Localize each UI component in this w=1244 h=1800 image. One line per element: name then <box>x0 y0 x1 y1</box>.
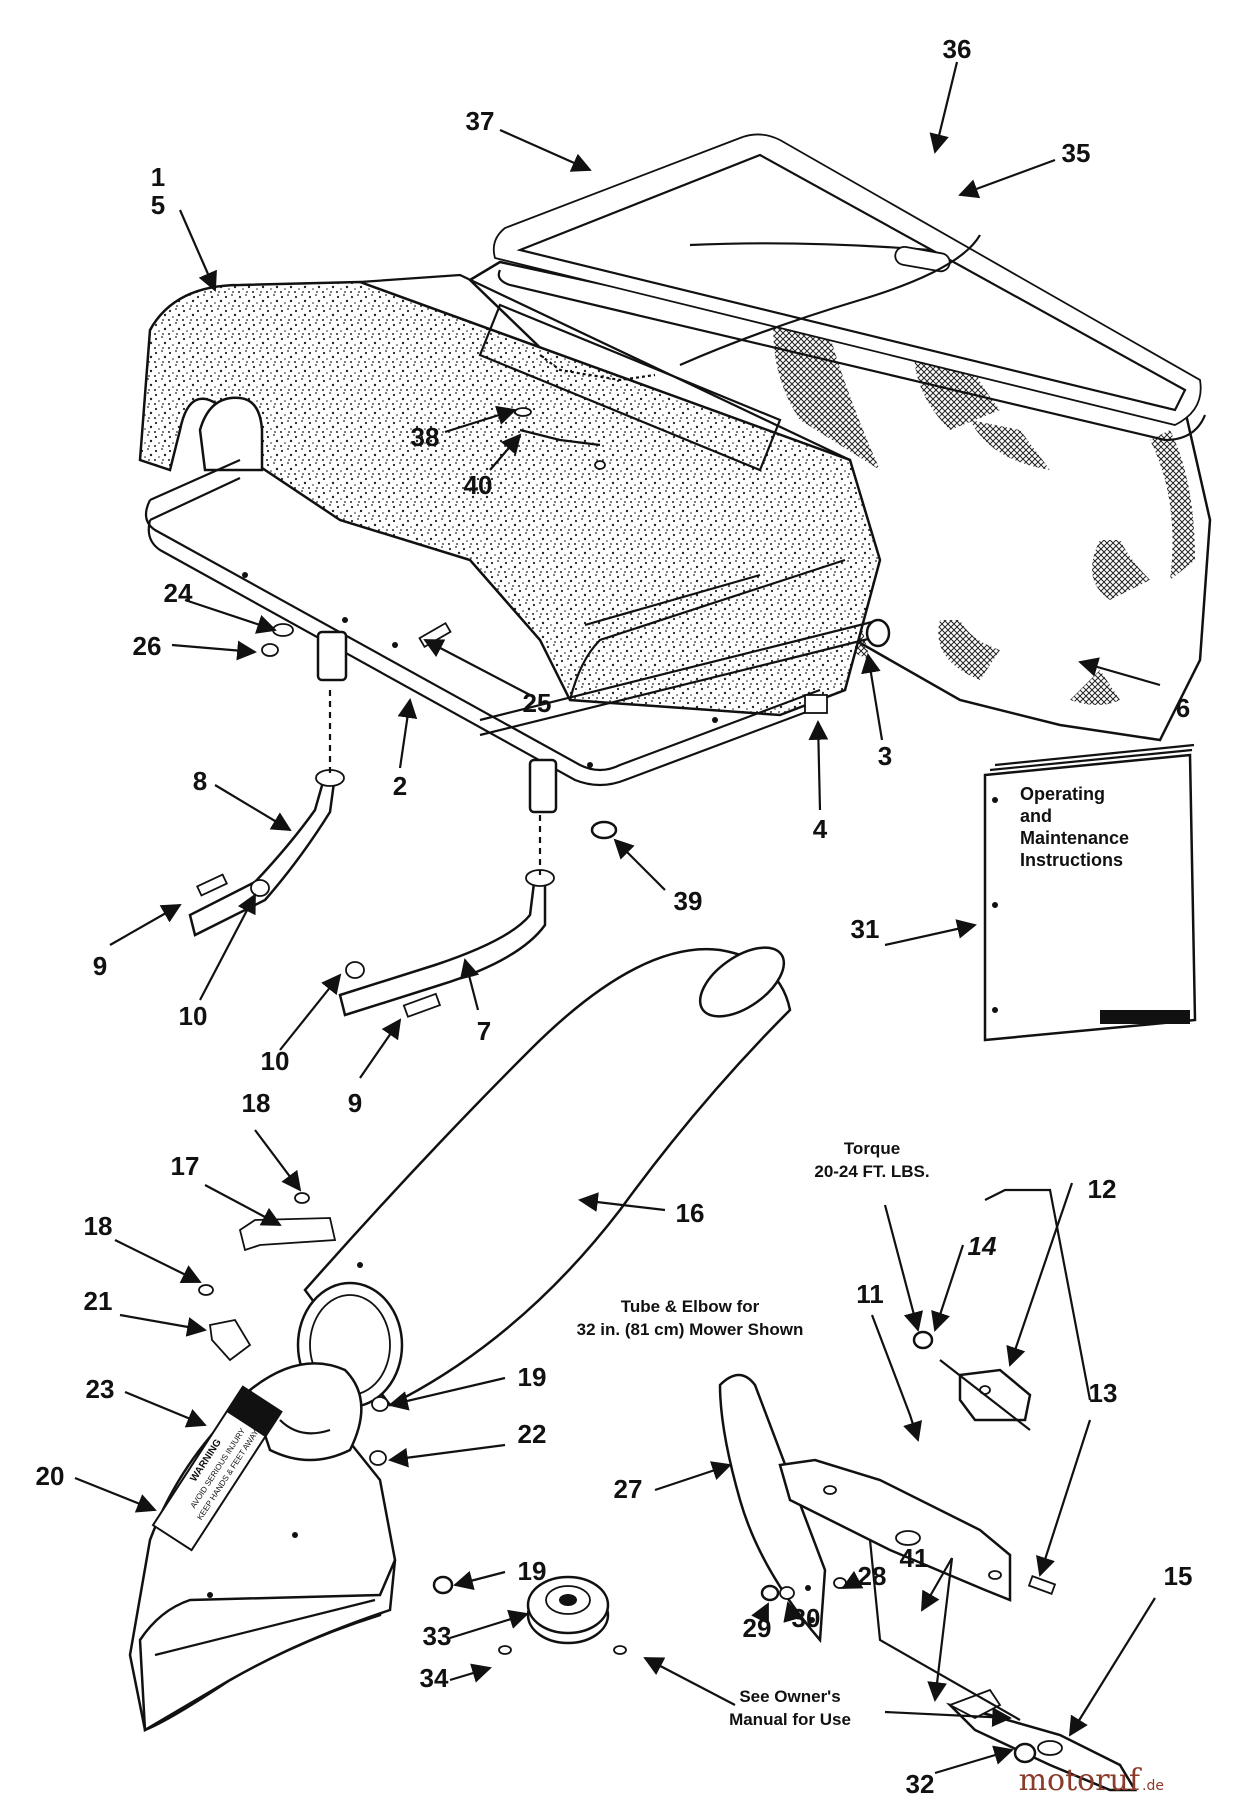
callout-14: 14 <box>968 1231 997 1261</box>
blade-hardware <box>760 1330 1057 1764</box>
manual-line-2: and <box>1020 806 1052 826</box>
bracket-7 <box>338 869 555 1018</box>
callout-19b: 19 <box>518 1556 547 1586</box>
callout-31: 31 <box>851 914 880 944</box>
callout-34: 34 <box>420 1663 449 1693</box>
callout-36: 36 <box>943 34 972 64</box>
callout-6: 6 <box>1176 693 1190 723</box>
deflector-27 <box>718 1373 827 1644</box>
callout-35: 35 <box>1062 138 1091 168</box>
watermark: motoruf .de <box>1019 1763 1164 1798</box>
discharge-hood <box>138 273 882 717</box>
watermark-brand: motoruf <box>1019 1763 1142 1798</box>
callout-26: 26 <box>133 631 162 661</box>
callout-39: 39 <box>674 886 703 916</box>
callout-41: 41 <box>900 1543 929 1573</box>
callout-4: 4 <box>813 814 828 844</box>
callout-25: 25 <box>523 688 552 718</box>
callout-17: 17 <box>171 1151 200 1181</box>
manual-line-4: Instructions <box>1020 850 1123 870</box>
mounting-frame <box>144 458 881 787</box>
callout-5: 5 <box>151 190 165 220</box>
owner-note-line-2: Manual for Use <box>729 1710 851 1729</box>
callout-24: 24 <box>164 578 193 608</box>
manual-line-3: Maintenance <box>1020 828 1129 848</box>
torque-note-line-2: 20-24 FT. LBS. <box>814 1162 929 1181</box>
manual-line-1: Operating <box>1020 784 1105 804</box>
leader-lines <box>74 61 1161 1775</box>
callout-8: 8 <box>193 766 207 796</box>
pulley <box>498 1575 627 1655</box>
tube-note-line-2: 32 in. (81 cm) Mower Shown <box>577 1320 804 1339</box>
bracket-8 <box>188 769 345 937</box>
callout-1: 1 <box>151 162 165 192</box>
discharge-elbow: WARNING AVOID SERIOUS INJURY KEEP HANDS … <box>128 1362 397 1733</box>
tube-note-line-1: Tube & Elbow for <box>621 1297 760 1316</box>
callout-13: 13 <box>1089 1378 1118 1408</box>
notes: Torque 20-24 FT. LBS. Tube & Elbow for 3… <box>577 1139 930 1729</box>
callout-21: 21 <box>84 1286 113 1316</box>
callout-20: 20 <box>36 1461 65 1491</box>
callout-28: 28 <box>858 1561 887 1591</box>
callout-27: 27 <box>614 1474 643 1504</box>
callout-7: 7 <box>477 1016 491 1046</box>
callout-22: 22 <box>518 1419 547 1449</box>
callout-2: 2 <box>393 771 407 801</box>
callout-30: 30 <box>792 1603 821 1633</box>
bag-frame <box>492 133 1207 442</box>
callout-18a: 18 <box>242 1088 271 1118</box>
callout-16: 16 <box>676 1198 705 1228</box>
owners-manual: Operating and Maintenance Instructions <box>983 743 1197 1042</box>
owner-note-line-1: See Owner's <box>739 1687 840 1706</box>
callout-11: 11 <box>856 1279 884 1309</box>
callout-9a: 9 <box>93 951 107 981</box>
callout-37: 37 <box>466 106 495 136</box>
callout-15: 15 <box>1164 1561 1193 1591</box>
tube-hardware <box>198 1192 454 1595</box>
callout-12: 12 <box>1088 1174 1117 1204</box>
blade-lift-12 <box>958 1368 1032 1422</box>
watermark-suffix: .de <box>1142 1778 1164 1794</box>
callout-18b: 18 <box>84 1211 113 1241</box>
callout-10a: 10 <box>179 1001 208 1031</box>
callout-32: 32 <box>906 1769 935 1799</box>
callout-19a: 19 <box>518 1362 547 1392</box>
callout-10b: 10 <box>261 1046 290 1076</box>
callout-33: 33 <box>423 1621 452 1651</box>
callout-29: 29 <box>743 1613 772 1643</box>
callout-38: 38 <box>411 422 440 452</box>
callout-3: 3 <box>878 741 892 771</box>
frame-hardware <box>261 354 891 840</box>
callout-23: 23 <box>86 1374 115 1404</box>
torque-note-line-1: Torque <box>844 1139 900 1158</box>
callout-numbers: 1 5 36 35 37 38 40 24 26 25 2 3 4 6 8 9 … <box>36 34 1193 1799</box>
blade-11 <box>778 1458 1012 1602</box>
callout-9b: 9 <box>348 1088 362 1118</box>
callout-40: 40 <box>464 470 493 500</box>
